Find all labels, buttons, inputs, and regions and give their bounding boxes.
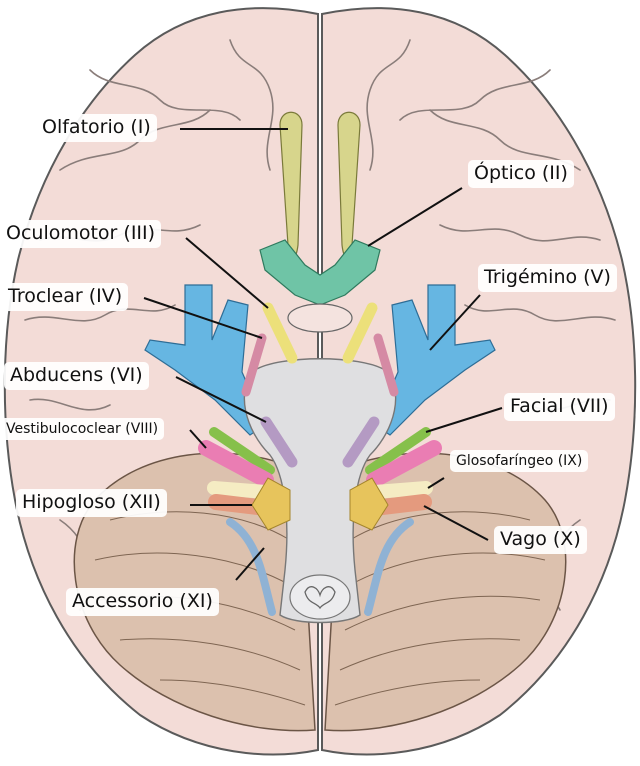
label-accessorio: Accessorio (XI) xyxy=(66,588,219,616)
hypoglossal-right xyxy=(349,477,389,531)
facial-right xyxy=(365,427,431,475)
glossopharyngeal-right xyxy=(367,481,433,499)
abducens-nerves xyxy=(260,416,380,468)
glossopharyngeal-nerves xyxy=(207,481,433,499)
label-glosofaringeo: Glosofaríngeo (IX) xyxy=(450,450,589,473)
leader-abducens xyxy=(175,376,267,423)
oculomotor-nerves xyxy=(262,302,378,364)
leader-glosofaringeo xyxy=(427,477,445,489)
leader-accessorio xyxy=(235,547,265,581)
brainstem xyxy=(243,358,397,624)
hypoglossal-left xyxy=(251,477,291,531)
leader-troclear xyxy=(143,297,263,339)
accessory-left xyxy=(226,518,276,616)
olfactory-nerves xyxy=(279,111,361,259)
glossopharyngeal-left xyxy=(207,481,273,499)
trochlear-nerves xyxy=(241,333,399,397)
label-olfatorio: Olfatorio (I) xyxy=(36,114,157,142)
pituitary-stalk xyxy=(287,303,353,333)
label-optico: Óptico (II) xyxy=(468,160,574,188)
label-trigemino: Trigémino (V) xyxy=(478,264,617,292)
vestibulocochlear-nerves xyxy=(198,440,442,488)
trochlear-left xyxy=(241,333,267,397)
leader-lines xyxy=(143,128,503,581)
grey-matter xyxy=(304,586,336,610)
accessory-nerves xyxy=(226,518,414,616)
leader-vago xyxy=(423,505,489,541)
leader-oculomotor xyxy=(185,237,269,309)
leader-facial xyxy=(425,407,503,433)
accessory-right xyxy=(364,518,414,616)
vestibulocochlear-right xyxy=(366,440,442,488)
label-oculomotor: Oculomotor (III) xyxy=(0,220,162,248)
label-hipogloso: Hipogloso (XII) xyxy=(16,489,167,517)
optic-chiasm-area xyxy=(259,239,381,333)
leader-vestibulococlear xyxy=(189,429,207,449)
label-facial: Facial (VII) xyxy=(504,393,615,421)
oculomotor-left xyxy=(262,302,298,364)
trochlear-right xyxy=(373,333,399,397)
oculomotor-right xyxy=(342,302,378,364)
abducens-left xyxy=(260,416,298,468)
gyri-lines xyxy=(24,39,616,611)
vestibulocochlear-left xyxy=(198,440,274,488)
abducens-right xyxy=(342,416,380,468)
label-troclear: Troclear (IV) xyxy=(2,283,129,311)
cerebellum-right xyxy=(324,452,567,732)
hypoglossal-nerves xyxy=(251,477,389,531)
facial-left xyxy=(209,427,275,475)
label-abducens: Abducens (VI) xyxy=(4,362,149,390)
label-vago: Vago (X) xyxy=(494,526,587,554)
leader-optico xyxy=(367,187,463,247)
optic-chiasm xyxy=(259,239,381,306)
facial-nerves xyxy=(209,427,431,475)
leader-trigemino xyxy=(429,294,481,351)
label-vestibulococlear: Vestibulococlear (VIII) xyxy=(0,418,165,441)
